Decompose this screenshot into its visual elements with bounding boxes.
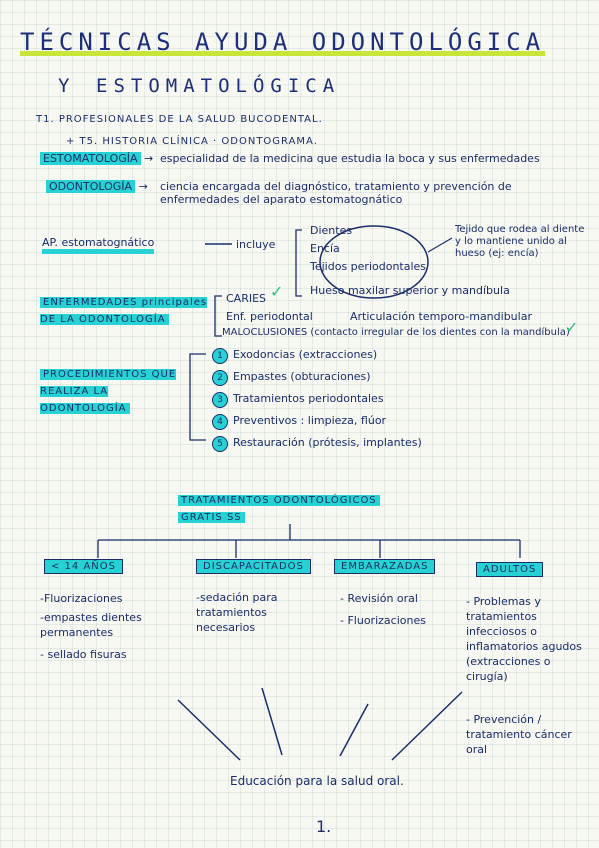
number-badge: 3 xyxy=(212,392,228,408)
aparato-item-2: Encía xyxy=(310,242,340,255)
group-discapacitados-item: -sedación para tratamientos necesarios xyxy=(196,591,278,634)
group-menores-item: - sellado fisuras xyxy=(40,648,127,661)
procedimiento-item-4: 4 Preventivos : limpieza, flúor xyxy=(212,414,386,430)
procedimiento-text: Empastes (obturaciones) xyxy=(233,370,371,383)
number-badge: 1 xyxy=(212,348,228,364)
definition-estomatologia: ESTOMATOLOGÍA → xyxy=(40,152,153,165)
group-label-discapacitados: DISCAPACITADOS xyxy=(196,559,311,574)
enfermedades-label: ENFERMEDADES principales DE LA ODONTOLOG… xyxy=(40,294,210,328)
tratamientos-title-line1: TRATAMIENTOS ODONTOLÓGICOS xyxy=(178,495,380,506)
group-embarazadas-item: - Revisión oral xyxy=(340,592,418,605)
tratamientos-title: TRATAMIENTOS ODONTOLÓGICOS xyxy=(178,494,380,507)
group-label-text: < 14 AÑOS xyxy=(44,559,124,574)
group-label-menores: < 14 AÑOS xyxy=(44,559,124,574)
page-title-y: Y xyxy=(58,75,76,97)
arrow-icon: → xyxy=(144,152,154,165)
procedimientos-label-text: PROCEDIMIENTOS QUE REALIZA LA ODONTOLOGÍ… xyxy=(40,369,177,414)
tratamientos-title-line2: GRATIS SS xyxy=(178,512,245,523)
number-badge: 2 xyxy=(212,370,228,386)
check-icon: ✓ xyxy=(270,282,284,301)
group-label-text: DISCAPACITADOS xyxy=(196,559,311,574)
enfermedades-label-text: ENFERMEDADES principales DE LA ODONTOLOG… xyxy=(40,297,208,325)
aparato-item-3: Tejidos periodontales xyxy=(310,260,427,273)
number-badge: 4 xyxy=(212,414,228,430)
topic-t5: + T5. HISTORIA CLÍNICA · ODONTOGRAMA. xyxy=(66,136,318,147)
enfermedad-item-3: Articulación temporo-mandibular xyxy=(350,310,532,323)
aparato-note: Tejido que rodea al diente y lo mantiene… xyxy=(455,224,585,259)
definition-estomatologia-text: especialidad de la medicina que estudia … xyxy=(160,152,540,165)
procedimiento-text: Tratamientos periodontales xyxy=(233,392,384,405)
procedimiento-text: Preventivos : limpieza, flúor xyxy=(233,414,387,427)
procedimiento-item-2: 2 Empastes (obturaciones) xyxy=(212,370,371,386)
education-text: Educación para la salud oral. xyxy=(230,774,404,788)
term-estomatologia: ESTOMATOLOGÍA xyxy=(40,152,141,165)
group-menores-item: -Fluorizaciones xyxy=(40,592,123,605)
group-label-embarazadas: EMBARAZADAS xyxy=(334,559,436,574)
procedimientos-label: PROCEDIMIENTOS QUE REALIZA LA ODONTOLOGÍ… xyxy=(40,366,180,417)
page-title: TÉCNICAS AYUDA ODONTOLÓGICA xyxy=(20,28,546,56)
aparato-item-1: Dientes xyxy=(310,224,353,237)
group-label-text: EMBARAZADAS xyxy=(334,559,436,574)
procedimiento-item-5: 5 Restauración (prótesis, implantes) xyxy=(212,436,422,452)
group-label-adultos: ADULTOS xyxy=(476,562,544,577)
enfermedad-item-1: CARIES xyxy=(226,292,267,305)
aparato-connector: incluye xyxy=(236,238,276,251)
procedimiento-text: Restauración (prótesis, implantes) xyxy=(233,436,422,449)
procedimiento-text: Exodoncias (extracciones) xyxy=(233,348,378,361)
group-menores-item: -empastes dientes permanentes xyxy=(40,611,142,639)
enfermedad-item-2: Enf. periodontal xyxy=(226,310,313,323)
group-adultos-item: - Prevención / tratamiento cáncer oral xyxy=(466,713,572,756)
enfermedad-item-4: MALOCLUSIONES (contacto irregular de los… xyxy=(222,327,570,338)
procedimiento-item-1: 1 Exodoncias (extracciones) xyxy=(212,348,377,364)
aparato-label: AP. estomatognático xyxy=(42,236,155,254)
term-odontologia: ODONTOLOGÍA xyxy=(46,180,136,193)
procedimiento-item-3: 3 Tratamientos periodontales xyxy=(212,392,384,408)
topic-t1: T1. PROFESIONALES DE LA SALUD BUCODENTAL… xyxy=(36,114,323,125)
page-number: 1. xyxy=(316,817,332,836)
group-adultos-item: - Problemas y tratamientos infecciosos o… xyxy=(466,595,582,683)
number-badge: 5 xyxy=(212,436,228,452)
group-label-text: ADULTOS xyxy=(476,562,544,577)
check-icon: ✓ xyxy=(565,318,579,337)
definition-odontologia: ODONTOLOGÍA → xyxy=(46,180,148,193)
page-title-line2: ESTOMATOLÓGICA xyxy=(96,75,341,97)
aparato-item-4: Hueso maxilar superior y mandíbula xyxy=(310,284,510,297)
definition-odontologia-text: ciencia encargada del diagnóstico, trata… xyxy=(160,180,512,206)
tratamientos-subtitle: GRATIS SS xyxy=(178,511,245,524)
group-embarazadas-item: - Fluorizaciones xyxy=(340,614,426,627)
arrow-icon: → xyxy=(138,180,148,193)
